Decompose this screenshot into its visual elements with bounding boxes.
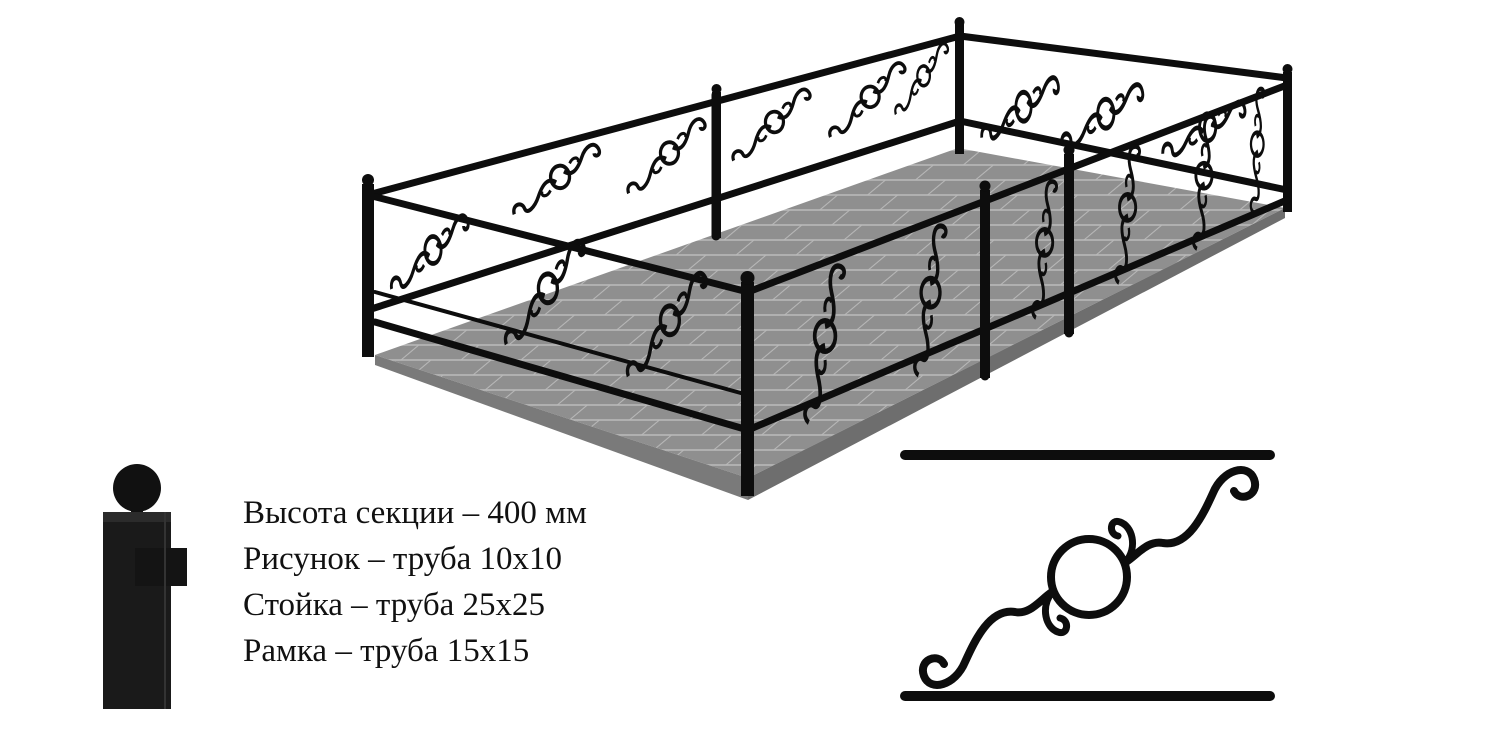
left-short-section <box>364 191 752 434</box>
post-bracket <box>135 548 187 586</box>
spec-frame-tube: Рамка – труба 15x15 <box>243 633 530 669</box>
spec-section-height: Высота секции – 400 мм <box>243 495 587 531</box>
back-posts <box>711 17 1293 238</box>
post-shaft <box>103 512 171 709</box>
spec-list: Высота секции – 400 мм Рисунок – труба 1… <box>243 490 587 674</box>
scroll-pattern-detail <box>900 450 1275 701</box>
detail-center-ring <box>1047 535 1131 619</box>
spec-post-tube: Стойка – труба 25x25 <box>243 587 546 623</box>
post-finial-ball <box>113 464 161 512</box>
front-posts <box>362 144 1075 496</box>
back-right-section <box>956 32 1291 194</box>
spec-pattern-tube: Рисунок – труба 10x10 <box>243 541 563 577</box>
post-detail <box>103 464 187 709</box>
paving-slab <box>375 148 1285 500</box>
detail-lower-scroll <box>918 588 1056 689</box>
fence-render <box>362 17 1293 500</box>
detail-upper-scroll <box>1122 466 1260 566</box>
